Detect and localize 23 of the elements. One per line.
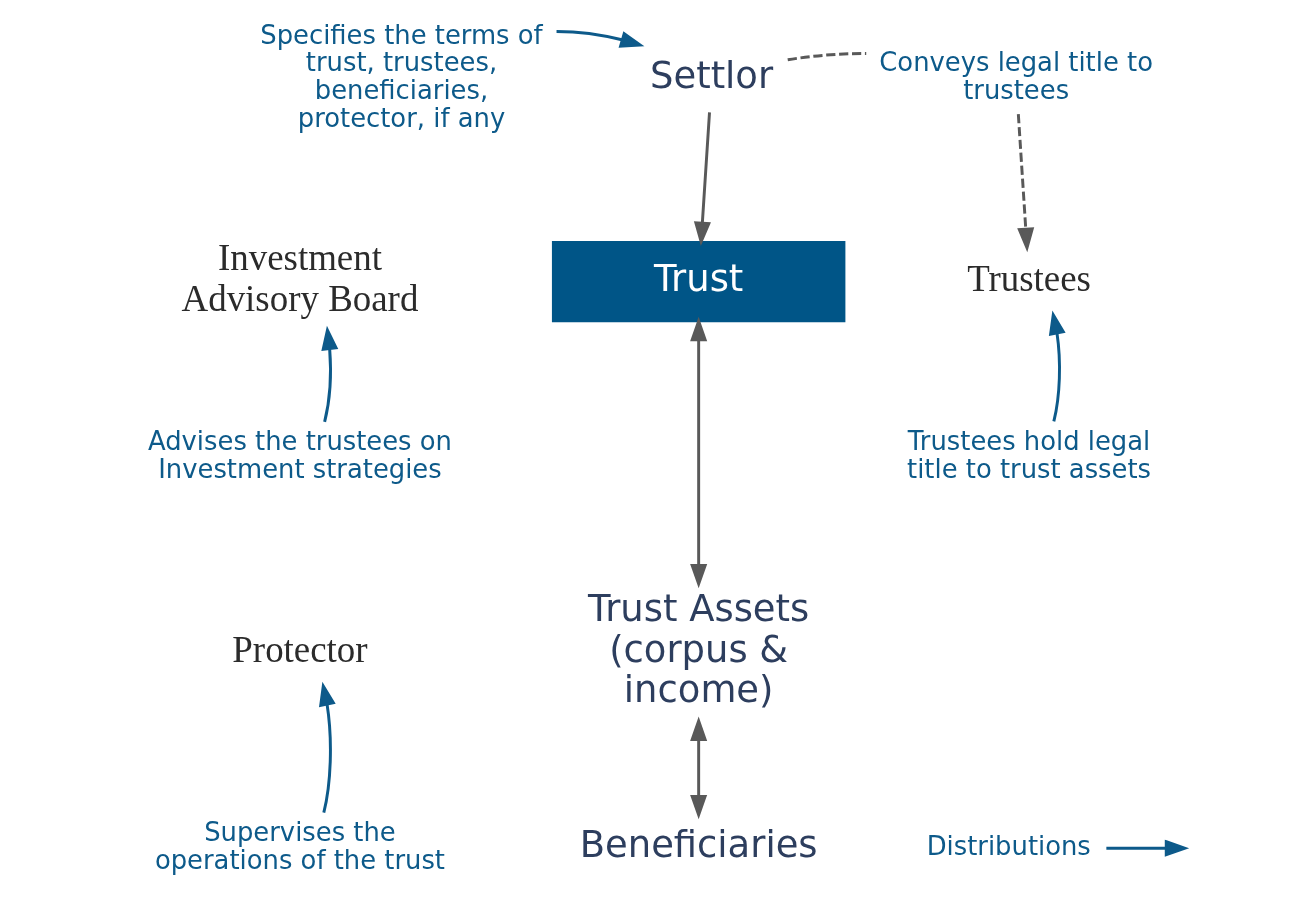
node-text: Trustees	[966, 257, 1091, 299]
arrow	[556, 29, 644, 48]
arrow	[693, 112, 711, 247]
arrow	[689, 716, 707, 820]
node-text: Trust Assets (corpus & income)	[587, 587, 809, 712]
node-text: Conveys legal title to trustees	[878, 47, 1153, 106]
connector	[787, 52, 866, 62]
arrow	[689, 316, 707, 589]
arrow	[320, 325, 338, 423]
node-text: Specifies the terms of trust, trustees, beneficiaries, protector, if any	[259, 19, 543, 133]
node-text: Supervises the operations of the trust	[154, 817, 445, 875]
node-text: Trustees hold legal title to trust assets	[906, 425, 1151, 484]
node-text: Advises the trustees on Investment strategies	[147, 425, 452, 484]
node-text: Protector	[231, 628, 368, 670]
node-text: Beneficiaries	[579, 823, 818, 867]
node-text: Investment Advisory Board	[181, 237, 418, 320]
node-text: Distributions	[926, 831, 1091, 862]
arrow	[1016, 114, 1034, 253]
node-box: Trust	[551, 240, 845, 323]
arrow	[1048, 310, 1066, 422]
arrow	[318, 681, 336, 813]
arrow	[1105, 839, 1189, 857]
node-text: Settlor	[649, 53, 773, 97]
